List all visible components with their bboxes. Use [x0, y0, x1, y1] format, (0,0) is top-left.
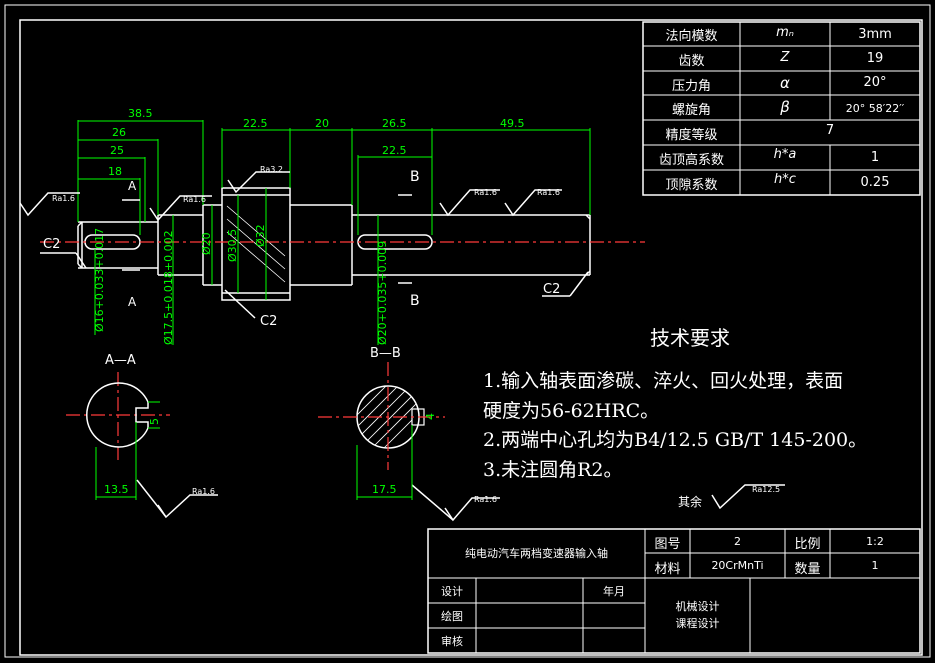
param-value: 3mm [858, 27, 892, 42]
param-symbol: h*c [774, 172, 796, 187]
design-label: 设计 [441, 585, 463, 598]
dim-26: 26 [112, 126, 126, 139]
dimensions: 38.5 26 25 18 22.5 20 26.5 49.5 22.5 Ø16… [77, 107, 591, 345]
svg-text:17.5: 17.5 [372, 483, 397, 496]
param-name: 精度等级 [665, 128, 718, 143]
param-value: 19 [866, 51, 884, 66]
dim-phi20: Ø20 [200, 232, 213, 255]
section-b-bottom: B [410, 293, 420, 309]
dim-22-5-key: 22.5 [382, 144, 407, 157]
dim-38-5: 38.5 [128, 107, 153, 120]
draw-label: 绘图 [441, 610, 463, 623]
section-markers: A A B B C2 C2 C2 [40, 169, 589, 329]
tech-line-4: 3.未注圆角R2。 [483, 459, 623, 481]
param-name: 螺旋角 [671, 103, 711, 118]
tech-line-3: 2.两端中心孔均为B4/12.5 GB/T 145-200。 [483, 429, 868, 451]
dim-phi30-5: Ø30.5 [226, 229, 239, 262]
svg-text:5: 5 [148, 418, 161, 425]
svg-text:Ra1.6: Ra1.6 [52, 194, 75, 203]
tech-line-1: 1.输入轴表面渗碳、淬火、回火处理，表面 [483, 370, 844, 392]
dim-phi16: Ø16+0.033+0.017 [93, 228, 106, 332]
svg-text:Ra1.6: Ra1.6 [474, 188, 497, 197]
date-label: 年月 [603, 585, 625, 598]
rest-roughness: Ra12.5 [752, 485, 780, 494]
dim-18: 18 [108, 165, 122, 178]
svg-text:4: 4 [424, 413, 437, 420]
param-symbol: β [780, 98, 790, 116]
svg-text:Ra3.2: Ra3.2 [260, 165, 283, 174]
course-line-1: 机械设计 [675, 600, 720, 613]
svg-text:B—B: B—B [370, 346, 401, 361]
param-name: 齿顶高系数 [658, 153, 724, 168]
dim-phi20-tol: Ø20+0.035+0.009 [376, 241, 389, 345]
param-value: 0.25 [860, 175, 890, 190]
chamfer-c2-left: C2 [43, 237, 60, 252]
material-value: 20CrMnTi [711, 559, 764, 572]
svg-text:Ra1.6: Ra1.6 [537, 188, 560, 197]
param-value: 20° [863, 75, 887, 90]
course-line-2: 课程设计 [675, 617, 720, 630]
section-a-bottom: A [128, 295, 137, 309]
qty-value: 1 [871, 559, 879, 572]
svg-text:13.5: 13.5 [104, 483, 129, 496]
drawing-no: 2 [734, 535, 741, 548]
dim-phi17-5: Ø17.5+0.018+0.002 [162, 230, 175, 345]
scale-value: 1:2 [866, 535, 884, 548]
section-a-a: A—A 13.5 5 [66, 353, 170, 500]
param-name: 压力角 [671, 79, 711, 94]
parameter-table [642, 21, 921, 196]
tech-title: 技术要求 [650, 326, 730, 350]
svg-text:Ra1.6: Ra1.6 [183, 195, 206, 204]
dim-49-5: 49.5 [500, 117, 525, 130]
param-name: 顶隙系数 [665, 178, 718, 193]
param-symbol: h*a [773, 147, 797, 162]
dim-26-5: 26.5 [382, 117, 407, 130]
roughness-symbols: Ra1.6 Ra1.6 Ra3.2 Ra1.6 Ra1.6 Ra1.6 Ra1.… [19, 165, 785, 522]
param-name: 齿数 [678, 54, 705, 69]
section-a-top: A [128, 179, 137, 193]
title-block [427, 528, 921, 654]
param-value: 7 [825, 123, 835, 138]
shaft-view [40, 187, 645, 301]
part-name: 纯电动汽车两档变速器输入轴 [465, 547, 608, 560]
dim-25: 25 [110, 144, 124, 157]
param-value: 20° 58′22′′ [845, 102, 905, 115]
check-label: 审核 [441, 635, 463, 648]
dim-22-5-gear: 22.5 [243, 117, 268, 130]
param-value: 1 [870, 150, 880, 165]
tech-line-2: 硬度为56-62HRC。 [483, 400, 660, 422]
dim-20: 20 [315, 117, 329, 130]
outer-frame [4, 4, 931, 658]
section-b-b: B—B 17.5 4 [318, 346, 445, 500]
svg-text:A—A: A—A [105, 353, 136, 368]
rest-label: 其余 [678, 494, 702, 509]
material-label: 材料 [654, 562, 681, 577]
chamfer-c2-gear: C2 [260, 314, 277, 329]
dim-phi32: Ø32 [254, 224, 267, 247]
svg-text:Ra1.6: Ra1.6 [192, 487, 215, 496]
scale-label: 比例 [794, 537, 821, 552]
qty-label: 数量 [794, 562, 821, 577]
svg-text:Ra1.6: Ra1.6 [474, 495, 497, 504]
section-b-top: B [410, 169, 420, 185]
chamfer-c2-right: C2 [543, 282, 560, 297]
param-symbol: Z [780, 50, 790, 65]
param-symbol: mₙ [776, 25, 794, 40]
param-name: 法向模数 [665, 29, 718, 44]
drawing-no-label: 图号 [654, 537, 681, 552]
param-symbol: α [780, 74, 790, 92]
inner-frame [19, 19, 923, 656]
